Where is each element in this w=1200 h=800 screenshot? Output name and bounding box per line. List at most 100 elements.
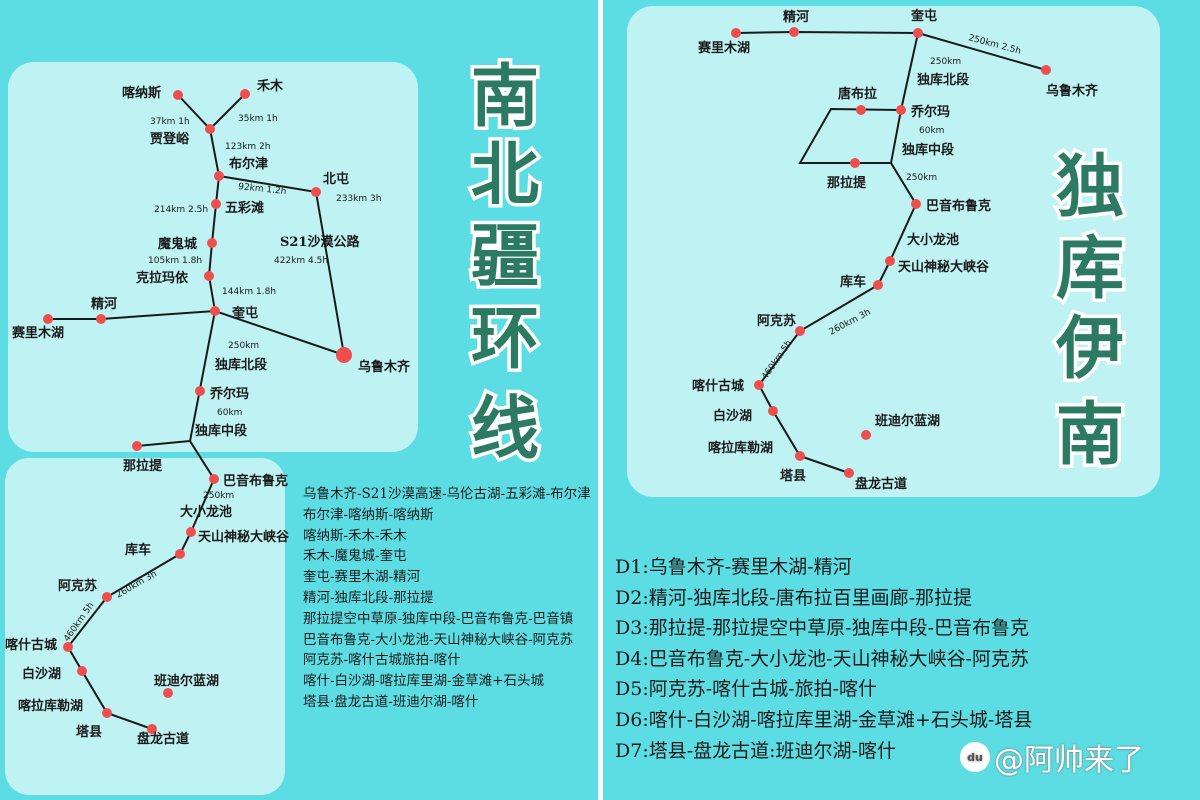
left-stops	[43, 89, 352, 734]
itinerary-item: 塔县·盘龙古道-班迪尔湖-喀什	[303, 693, 479, 710]
stop-dot	[844, 468, 854, 478]
stop-dot	[102, 708, 112, 718]
day-item: D2:精河-独库北段-唐布拉百里画廊-那拉提	[615, 586, 972, 609]
node-label: 奎屯	[910, 8, 937, 24]
itinerary-item: 那拉提空中草原-独库中段-巴音布鲁克-巴音镇	[303, 610, 574, 627]
node-label: 赛里木湖	[11, 325, 64, 341]
stop-dot	[211, 199, 221, 209]
day-item: D1:乌鲁木齐-赛里木湖-精河	[615, 556, 852, 578]
right-title: 独 库 伊 南	[1051, 145, 1127, 479]
title-char: 线	[471, 390, 539, 469]
node-label: 库车	[125, 542, 151, 558]
node-label: 乔尔玛	[209, 386, 249, 402]
itinerary-item: 禾木-魔鬼城-奎屯	[303, 548, 407, 565]
itinerary-item: 奎屯-赛里木湖-精河	[303, 569, 421, 586]
distance-label: 250km 2.5h	[967, 33, 1022, 57]
node-label: 天山神秘大峡谷	[198, 529, 290, 545]
stop-dot	[147, 724, 157, 734]
stop-dot	[207, 238, 217, 248]
distance-label: 37km 1h	[150, 117, 190, 127]
node-label: 独库北段	[215, 357, 267, 373]
right-labels: 精河 奎屯 赛里木湖 独库北段 乌鲁木齐 唐布拉 乔尔玛 独库中段 那拉提 巴音…	[692, 8, 1099, 492]
distance-label: 105km 1.8h	[148, 256, 202, 266]
node-label: S21沙漠公路	[280, 234, 360, 250]
stop-dot	[311, 187, 321, 197]
itinerary-item: 喀什-白沙湖-喀拉库里湖-金草滩+石头城	[303, 673, 544, 690]
day-item: D6:喀什-白沙湖-喀拉库里湖-金草滩+石头城-塔县	[615, 708, 1033, 731]
node-label: 布尔津	[229, 156, 268, 172]
stop-dot	[96, 314, 106, 324]
node-label: 巴音布鲁克	[223, 473, 288, 489]
right-routes	[735, 30, 1047, 474]
day-item: D4:巴音布鲁克-大小龙池-天山神秘大峡谷-阿克苏	[615, 647, 1029, 670]
route-line	[798, 107, 902, 164]
route-line	[136, 440, 191, 447]
left-routes	[48, 93, 346, 730]
distance-label: 60km	[919, 126, 944, 136]
stop-dot	[210, 306, 220, 316]
baidu-paw-icon: du	[960, 742, 990, 772]
left-labels: 喀纳斯 禾木 贾登峪 布尔津 北屯 五彩滩 魔鬼城 S21沙漠公路 克拉玛依 精…	[5, 78, 411, 747]
itinerary-item: 布尔津-喀纳斯-喀纳斯	[303, 506, 434, 523]
itinerary-item: 喀纳斯-禾木-禾木	[303, 527, 407, 544]
node-label: 乌鲁木齐	[1046, 83, 1099, 99]
stop-dot	[43, 314, 53, 324]
node-label: 白沙湖	[713, 408, 752, 424]
node-label: 塔县	[76, 724, 102, 740]
title-char: 库	[1056, 230, 1124, 309]
node-label: 天山神秘大峡谷	[898, 259, 990, 275]
stop-dot	[913, 28, 923, 38]
node-label: 赛里木湖	[697, 40, 750, 56]
distance-label: 460km 5h	[62, 601, 96, 644]
node-label: 乔尔玛	[910, 104, 950, 120]
stop-dot	[175, 549, 185, 559]
node-label: 那拉提	[827, 175, 867, 191]
node-label: 喀纳斯	[122, 85, 161, 101]
node-label: 阿克苏	[757, 313, 796, 329]
node-label: 班迪尔蓝湖	[154, 673, 219, 689]
stop-dot	[896, 105, 906, 115]
stop-dot	[102, 592, 112, 602]
stop-dot	[240, 89, 250, 99]
stop-dot	[163, 688, 173, 698]
node-label: 独库北段	[917, 72, 969, 88]
stop-dot	[861, 430, 871, 440]
route-line	[735, 30, 1047, 71]
node-label: 盘龙古道	[855, 476, 907, 492]
distance-label: 250km	[203, 491, 234, 501]
title-char: 独	[1056, 148, 1124, 227]
stop-dot	[789, 27, 799, 37]
node-label: 独库中段	[195, 423, 247, 439]
stop-dot	[186, 527, 196, 537]
distance-label: 260km 3h	[115, 569, 159, 600]
right-day-plan: D1:乌鲁木齐-赛里木湖-精河 D2:精河-独库北段-唐布拉百里画廊-那拉提 D…	[615, 552, 1032, 766]
title-char: 北	[471, 136, 539, 215]
watermark: du @阿帅来了	[960, 735, 1144, 779]
watermark-text: @阿帅来了	[994, 743, 1144, 778]
stop-dot	[885, 256, 895, 266]
stop-dot	[77, 666, 87, 676]
distance-label: 144km 1.8h	[222, 287, 276, 297]
stop-dot	[1041, 65, 1051, 75]
distance-label: 60km	[217, 408, 242, 418]
stop-dot	[204, 271, 214, 281]
distance-label: 250km	[228, 341, 259, 351]
node-label: 独库中段	[902, 142, 954, 158]
node-label: 克拉玛依	[136, 270, 189, 286]
stop-dot	[205, 124, 215, 134]
node-label: 阿克苏	[58, 578, 97, 594]
node-label: 盘龙古道	[137, 731, 189, 747]
distance-label: 123km 2h	[225, 142, 270, 152]
stop-dot	[209, 474, 219, 484]
right-stops	[731, 27, 1051, 478]
stop-dot-urumqi	[336, 347, 352, 363]
stop-dot	[856, 105, 866, 115]
node-label: 贾登峪	[150, 131, 190, 147]
stop-dot	[911, 199, 921, 209]
node-label: 乌鲁木齐	[358, 359, 411, 375]
node-label: 喀拉库勒湖	[18, 698, 83, 714]
stop-dot	[754, 380, 764, 390]
node-label: 精河	[783, 9, 809, 25]
node-label: 奎屯	[231, 305, 258, 321]
